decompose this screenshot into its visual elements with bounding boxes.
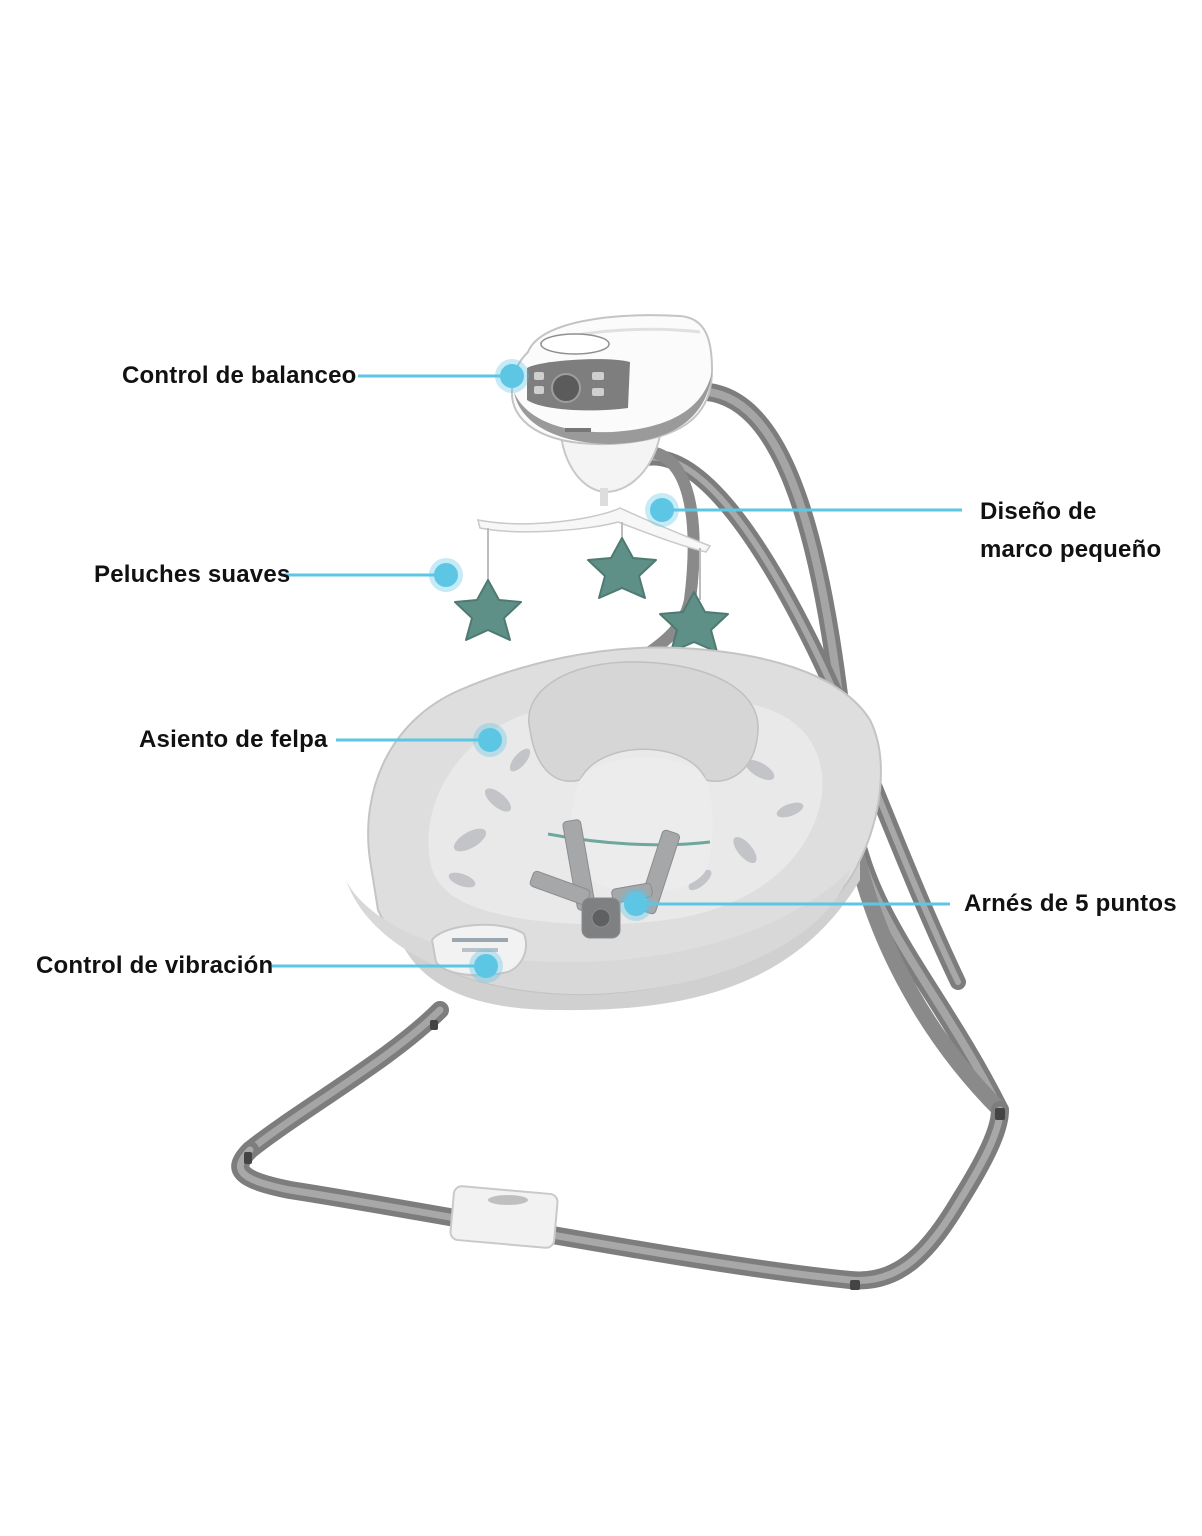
toy-mobile xyxy=(476,507,712,600)
vibration-panel xyxy=(430,923,527,977)
frame-feet xyxy=(244,1020,1005,1290)
label-soft-plush: Peluches suaves xyxy=(94,561,291,588)
motor-unit xyxy=(510,314,714,506)
label-vibration-control: Control de vibración xyxy=(36,952,274,979)
label-harness: Arnés de 5 puntos xyxy=(964,890,1177,917)
base-center-cap xyxy=(449,1185,559,1249)
callout-dots xyxy=(429,359,679,983)
label-small-frame-line2: marco pequeño xyxy=(980,536,1162,563)
five-point-harness xyxy=(529,819,680,939)
callout-lines xyxy=(272,374,962,968)
label-plush-seat: Asiento de felpa xyxy=(139,726,328,753)
graco-logo xyxy=(540,333,610,355)
label-small-frame-line1: Diseño de xyxy=(980,498,1097,525)
label-swing-control: Control de balanceo xyxy=(122,362,357,389)
plush-seat xyxy=(346,646,882,1011)
star-plush-toys xyxy=(454,537,729,653)
